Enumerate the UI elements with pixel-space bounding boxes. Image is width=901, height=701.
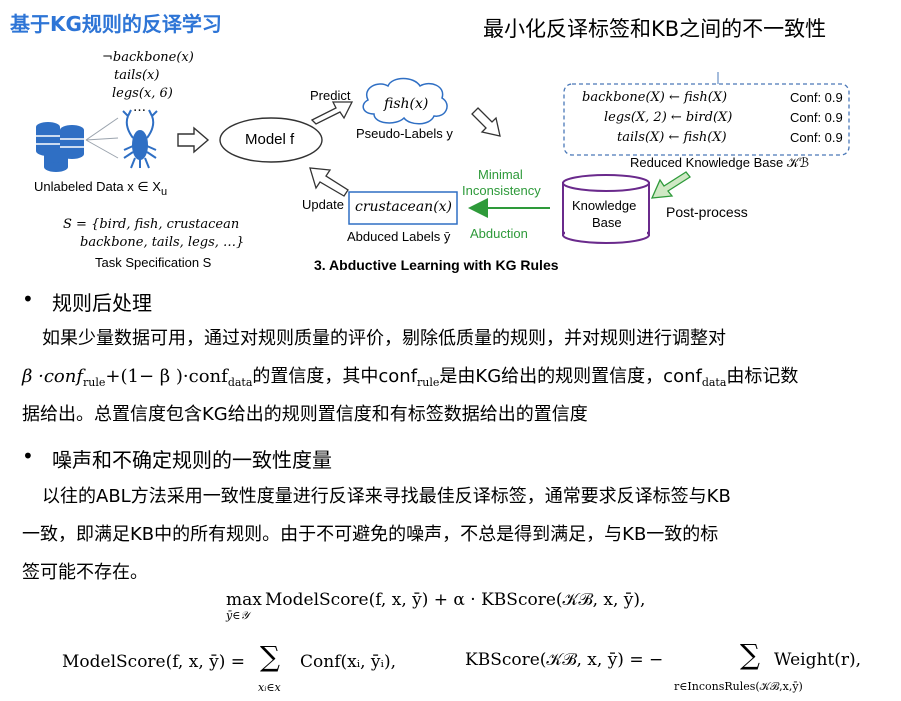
objective-max-sub: ȳ∈𝒴 [226, 609, 249, 622]
kbscore-lhs: KBScore(𝒦ℬ, x, ȳ) = − [465, 650, 664, 670]
task-spec-label: Task Specification S [95, 255, 212, 270]
update-arrow [309, 167, 349, 197]
section1-p2: β ·confrule+(1− β )·confdata的置信度，其中confr… [22, 366, 799, 389]
kb-conf-3: Conf: 0.9 [790, 130, 843, 145]
crustacean-label: crustacean(x) [355, 199, 453, 215]
bullet-1: • [22, 287, 34, 311]
arrow-to-model [177, 126, 210, 154]
label-not-backbone: ¬backbone(x) [102, 50, 194, 65]
kbscore-rhs: Weight(r), [774, 650, 862, 670]
pseudo-labels: Pseudo-Labels y [356, 126, 453, 141]
reduced-kb-box [563, 83, 850, 156]
kbscore-sum: ∑ [740, 638, 760, 671]
abduced-labels: Abduced Labels ȳ [347, 229, 451, 244]
predict-label: Predict [310, 88, 351, 103]
kbscore-sum-sub: r∈InconsRules(𝒦ℬ,x,ȳ) [674, 680, 803, 693]
modelscore-sum: ∑ [260, 640, 280, 673]
diagram-caption: 3. Abductive Learning with KG Rules [314, 257, 559, 273]
abduction-label: Abduction [470, 226, 528, 241]
arrow-to-kb [471, 107, 501, 137]
modelscore-sum-sub: xᵢ∈x [258, 681, 281, 694]
label-tails: tails(x) [114, 68, 160, 83]
kb-label-line1: Knowledge [572, 198, 637, 213]
database-icon [36, 122, 84, 172]
section1-p3: 据给出。总置信度包含KG给出的规则置信度和有标签数据给出的置信度 [22, 404, 588, 425]
modelscore-rhs: Conf(xᵢ, ȳᵢ), [300, 652, 396, 672]
abl-diagram [36, 72, 850, 244]
minimal-label: Minimal [478, 167, 523, 182]
section2-p3: 签可能不存在。 [22, 562, 148, 583]
knowledge-base-cylinder [562, 174, 650, 244]
kb-label-line2: Base [592, 215, 622, 230]
unlabeled-data-label: Unlabeled Data x ∈ Xu [34, 179, 168, 198]
slide-title: 基于KG规则的反译学习 [10, 12, 222, 36]
section2-p2: 一致，即满足KB中的所有规则。由于不可避免的噪声，不总是得到满足，与KB一致的标 [22, 524, 719, 545]
label-ellipsis: … [133, 100, 146, 115]
objective-max: max [226, 590, 262, 610]
pseudo-label-cloud [362, 77, 448, 125]
kb-rule-1: backbone(X) ← fish(X) [582, 90, 728, 105]
task-set-line2: backbone, tails, legs, …} [80, 235, 245, 250]
update-label: Update [302, 197, 344, 212]
task-set-line1: S = {bird, fish, crustacean [63, 217, 240, 232]
fan-lines [85, 117, 119, 159]
kb-conf-2: Conf: 0.9 [790, 110, 843, 125]
post-process-arrow [650, 171, 691, 199]
fish-label: fish(x) [384, 96, 429, 112]
lobster-icon [122, 109, 158, 169]
modelscore-lhs: ModelScore(f, x, ȳ) = [62, 652, 246, 672]
section2-heading: 噪声和不确定规则的一致性度量 [52, 448, 332, 472]
section1-heading: 规则后处理 [52, 291, 152, 315]
label-legs: legs(x, 6) [112, 86, 173, 101]
reduced-kb-label: Reduced Knowledge Base 𝒦ℬ [630, 155, 810, 170]
objective-formula: ModelScore(f, x, ȳ) + α · KBScore(𝒦ℬ, x,… [265, 590, 646, 610]
model-node [219, 117, 323, 163]
abduced-label-box [348, 191, 458, 225]
section2-p1: 以往的ABL方法采用一致性度量进行反译来寻找最佳反译标签，通常要求反译标签与KB [42, 486, 731, 507]
header-subtitle: 最小化反译标签和KB之间的不一致性 [483, 17, 827, 41]
kb-conf-1: Conf: 0.9 [790, 90, 843, 105]
predict-arrow [310, 101, 354, 125]
section1-p1: 如果少量数据可用，通过对规则质量的评价，剔除低质量的规则，并对规则进行调整对 [42, 328, 726, 349]
kb-rule-3: tails(X) ← fish(X) [617, 130, 727, 145]
post-process-label: Post-process [666, 204, 748, 220]
bullet-2: • [22, 444, 34, 468]
inconsistency-label: Inconsistency [462, 183, 541, 198]
model-label: Model f [245, 131, 295, 148]
kb-rule-2: legs(X, 2) ← bird(X) [604, 110, 733, 125]
